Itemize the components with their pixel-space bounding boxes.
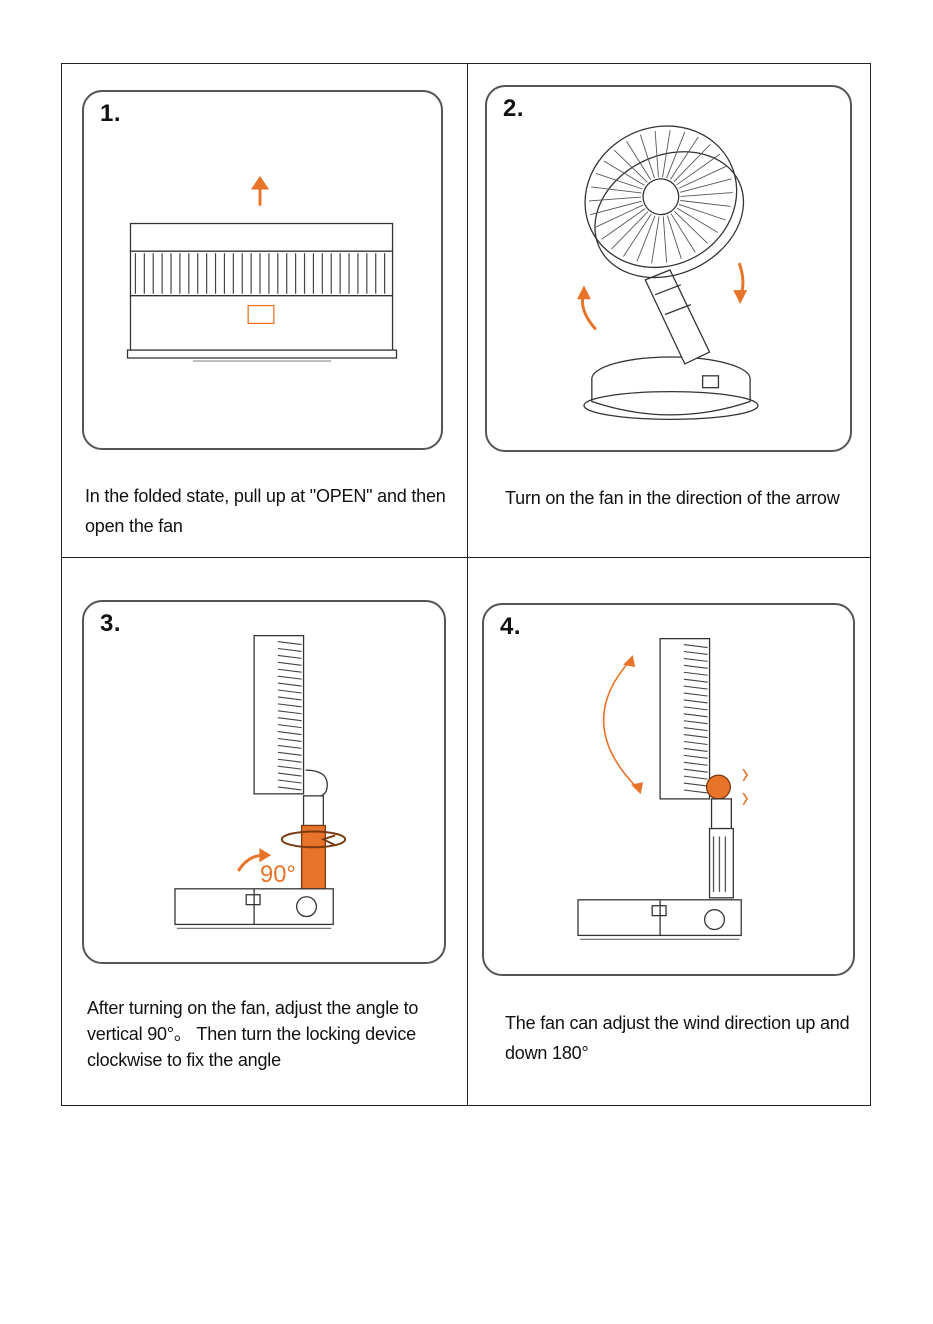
step-1-illustration: 1. [82, 90, 443, 450]
angle-label: 90° [260, 862, 296, 888]
step-number: 1. [100, 100, 121, 128]
opening-fan-drawing [487, 87, 850, 450]
tilting-fan-drawing [484, 605, 853, 974]
step-number: 3. [100, 610, 121, 638]
step-3-caption: After turning on the fan, adjust the ang… [87, 995, 452, 1073]
step-1-caption: In the folded state, pull up at "OPEN" a… [85, 481, 455, 541]
grid-divider-horizontal [62, 557, 870, 558]
step-4-caption: The fan can adjust the wind direction up… [505, 1008, 850, 1068]
step-number: 2. [503, 95, 524, 123]
folded-fan-drawing [84, 92, 441, 448]
step-2-illustration: 2. [485, 85, 852, 452]
step-3-illustration: 90° 3. [82, 600, 446, 964]
step-number: 4. [500, 613, 521, 641]
grid-divider-vertical [467, 64, 468, 1105]
vertical-fan-drawing: 90° [84, 602, 444, 962]
step-2-caption: Turn on the fan in the direction of the … [505, 483, 850, 513]
step-4-illustration: 4. [482, 603, 855, 976]
